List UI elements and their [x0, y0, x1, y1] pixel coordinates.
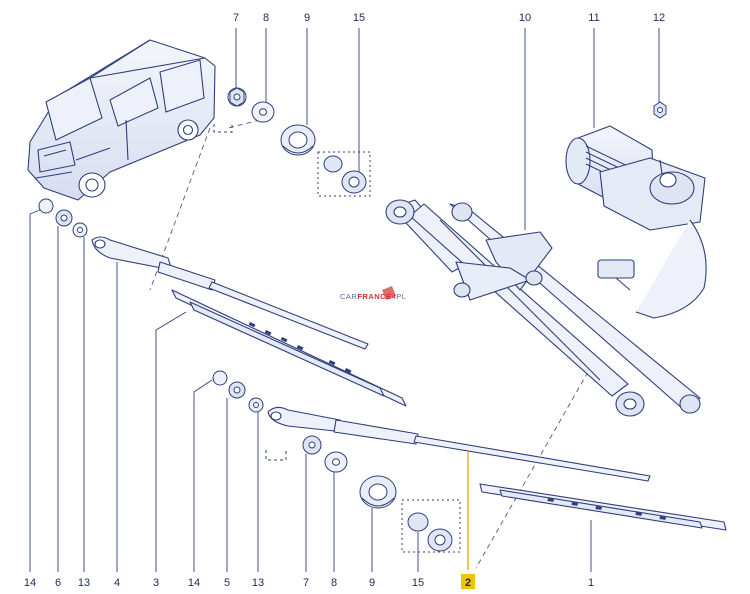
washer-8-bottom — [324, 451, 348, 473]
nut-12 — [653, 101, 667, 119]
label-8-top: 8 — [263, 12, 269, 24]
cap-14-bottom — [212, 370, 228, 386]
label-15-bottom: 15 — [412, 577, 424, 589]
label-6: 6 — [55, 577, 61, 589]
washer-8-top — [251, 101, 275, 123]
wiper-blade-1 — [479, 483, 727, 531]
wiper-arm-2 — [267, 406, 651, 482]
grommet-9-bottom — [359, 475, 397, 509]
label-1: 1 — [588, 577, 594, 589]
label-2[interactable]: 2 — [465, 577, 471, 589]
watermark-logo: CARFRANCE4PL — [340, 286, 406, 301]
label-13-left: 13 — [78, 577, 90, 589]
bracket-7-top — [213, 124, 233, 133]
label-7-top: 7 — [233, 12, 239, 24]
wiper-blade-3 — [171, 289, 407, 407]
nut-6 — [55, 209, 73, 227]
cap-14-left — [38, 198, 54, 214]
label-5: 5 — [224, 577, 230, 589]
label-9-bottom: 9 — [369, 577, 375, 589]
washer-13-bottom — [248, 397, 264, 413]
wiper-linkage-10 — [385, 199, 701, 417]
grommet-9-top — [280, 124, 316, 156]
watermark-part2: FRANCE — [357, 292, 391, 301]
label-8-bottom: 8 — [331, 577, 337, 589]
wiper-motor-11 — [565, 125, 707, 319]
left-small-parts — [38, 198, 88, 238]
bracket-7-bottom — [265, 450, 287, 461]
label-10: 10 — [519, 12, 531, 24]
leader-lines — [29, 28, 660, 572]
bottom-hardware — [212, 370, 461, 553]
nut-7-bottom — [302, 435, 322, 455]
label-4: 4 — [114, 577, 120, 589]
washer-13-left — [72, 222, 88, 238]
label-13-mid: 13 — [252, 577, 264, 589]
label-15-top: 15 — [353, 12, 365, 24]
wiper-arm-4 — [91, 236, 369, 350]
svg-text:CARFRANCE4PL: CARFRANCE4PL — [340, 292, 406, 301]
watermark-part4: PL — [396, 292, 406, 301]
guide-lines — [149, 119, 589, 569]
label-3: 3 — [153, 577, 159, 589]
nut-5 — [228, 381, 246, 399]
van-illustration — [27, 39, 216, 201]
top-labels: 7 8 9 15 10 11 12 — [233, 12, 665, 24]
bushing-15-bottom — [401, 499, 461, 553]
watermark-part1: CAR — [340, 292, 357, 301]
bushing-15-top — [317, 151, 371, 197]
label-11: 11 — [588, 12, 599, 24]
top-hardware — [213, 87, 371, 197]
label-12: 12 — [653, 12, 665, 24]
label-7-bottom: 7 — [303, 577, 309, 589]
label-2-highlight — [461, 574, 475, 589]
bottom-labels: 14 6 13 4 3 14 5 13 7 8 9 15 2 1 — [24, 574, 594, 589]
label-14-left: 14 — [24, 577, 36, 589]
label-14-mid: 14 — [188, 577, 200, 589]
label-9-top: 9 — [304, 12, 310, 24]
nut-7-top — [227, 87, 247, 107]
